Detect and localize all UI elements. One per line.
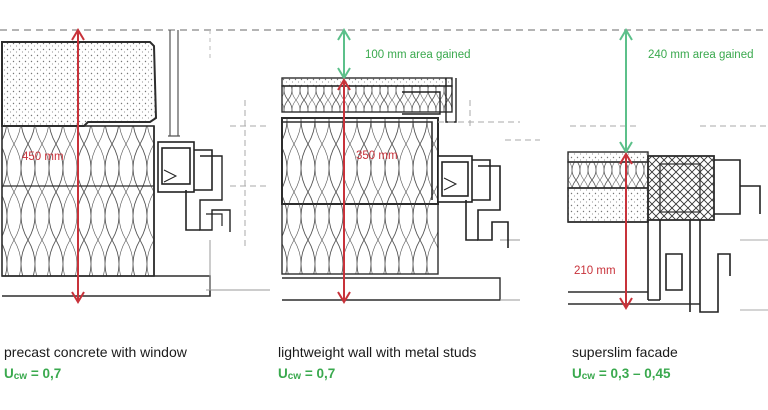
gain-label-1: 100 mm area gained: [365, 49, 470, 61]
top-layer: [281, 77, 453, 87]
u-value-precast: Ucw = 0,7: [4, 366, 61, 382]
gain-arrow-1: [337, 28, 351, 80]
u-symbol: U: [278, 366, 288, 381]
u-subscript: cw: [287, 371, 302, 382]
thickness-label-3: 210 mm: [574, 265, 616, 277]
slim-frame-profile: [647, 159, 761, 313]
thickness-label-1: 450 mm: [22, 151, 64, 163]
thickness-arrow-2: [337, 78, 351, 304]
gain-label-2: 240 mm area gained: [648, 49, 753, 61]
caption-lightweight: lightweight wall with metal studs: [278, 344, 477, 360]
window-profile: [157, 141, 231, 232]
caption-precast: precast concrete with window: [4, 344, 187, 360]
thickness-arrow-3: [619, 152, 633, 310]
u-symbol: U: [572, 366, 582, 381]
thickness-arrow-1: [71, 28, 85, 304]
thickness-label-2: 350 mm: [356, 150, 398, 162]
metal-stud-frame: [281, 117, 439, 205]
gain-arrow-2: [619, 28, 633, 154]
caption-superslim: superslim facade: [572, 344, 678, 360]
u-subscript: cw: [581, 371, 596, 382]
lower-insulation: [281, 203, 439, 275]
u-value-superslim: Ucw = 0,3 – 0,45: [572, 366, 671, 382]
hatched-core: [647, 155, 715, 221]
panel-precast-section: [1, 28, 270, 304]
window-profile-2: [437, 155, 509, 248]
panel-superslim-section: [567, 28, 768, 313]
u-number: = 0,7: [30, 366, 62, 381]
u-symbol: U: [4, 366, 14, 381]
u-number: = 0,3 – 0,45: [598, 366, 671, 381]
u-number: = 0,7: [304, 366, 336, 381]
u-value-lightweight: Ucw = 0,7: [278, 366, 335, 382]
u-subscript: cw: [13, 371, 28, 382]
panel-lightweight-section: [281, 28, 540, 304]
slim-top-layer: [567, 151, 649, 163]
